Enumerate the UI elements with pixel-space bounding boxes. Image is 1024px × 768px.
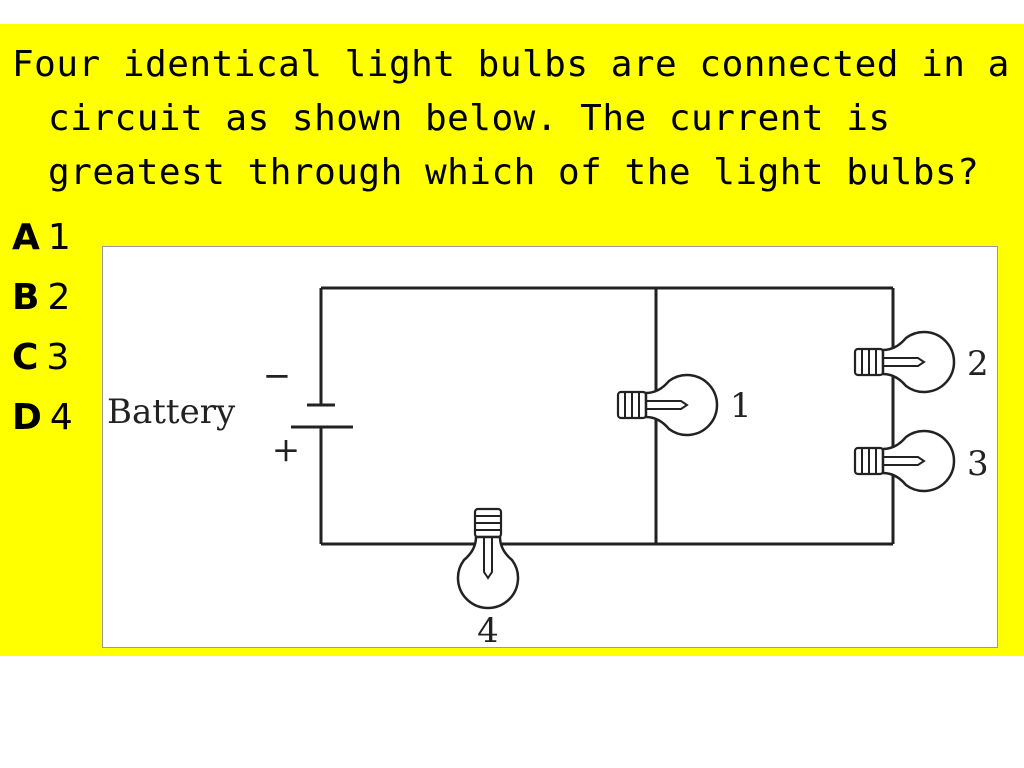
bulb-2 [853,330,956,394]
question-line-3: greatest through which of the light bulb… [48,152,980,193]
battery-plus-sign: + [272,430,301,470]
battery-minus-sign: − [263,356,292,396]
option-d-letter: D [12,397,42,438]
option-a-value: 1 [47,217,71,258]
option-a-letter: A [12,217,40,258]
circuit-diagram: − + Battery 1 2 [102,246,998,649]
bulb-2-label: 2 [967,344,989,384]
question-line-2: circuit as shown below. The current is [48,98,891,139]
bulb-3 [853,429,956,493]
battery-symbol [291,403,353,429]
bulb-1 [616,373,719,437]
bulb-1-label: 1 [730,386,752,426]
battery-label: Battery [107,392,236,432]
option-b-value: 2 [47,277,71,318]
bulb-4-label: 4 [477,611,499,649]
option-c-letter: C [12,337,39,378]
option-c-value: 3 [46,337,70,378]
option-b-letter: B [12,277,40,318]
slide: Four identical light bulbs are connected… [0,24,1024,656]
circuit-svg: − + Battery 1 2 [107,286,989,649]
bulb-3-label: 3 [967,444,989,484]
question-text: Four identical light bulbs are connected… [12,38,1012,200]
bulb-4 [456,507,520,610]
question-line-1: Four identical light bulbs are connected… [12,44,1010,85]
option-d-value: 4 [49,397,73,438]
